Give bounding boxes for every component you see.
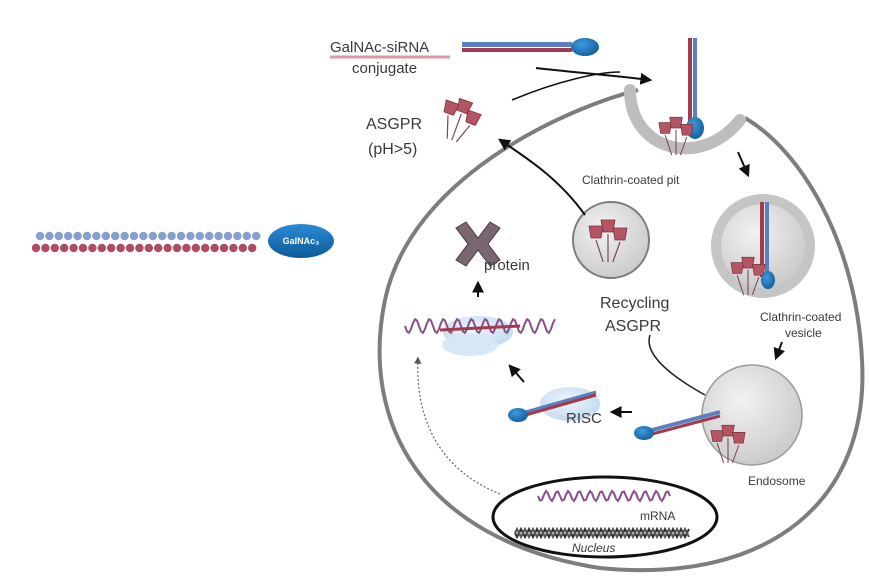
recycling-label-line2: ASGPR [605,318,661,335]
bead [63,231,73,241]
bead [125,243,135,253]
bead [135,243,144,253]
bead [167,231,176,241]
arrow-risc-to-mrna [508,364,525,383]
bead [41,243,50,253]
antisense-strand [35,231,261,241]
bead [73,231,82,241]
bead [69,243,78,253]
blocked-protein-icon [455,221,501,267]
recycling-asgpr-vesicle [572,201,650,279]
bead [201,243,210,253]
vesicle-label-line2: vesicle [785,326,822,340]
bead [195,231,204,241]
bead [229,243,238,253]
bead [116,243,125,253]
bead [129,231,139,241]
conjugate-label-line1: GalNAc-siRNA [330,39,429,56]
arrow-conjugate-to-pit [535,67,653,85]
receptor-glyph [710,424,746,464]
bead [120,231,129,241]
bead [92,231,101,241]
cell-membrane [377,88,865,573]
bead [182,243,191,253]
asgpr-receptor [443,97,482,143]
arrow-vesicle-to-endosome [773,341,785,361]
bead [210,243,219,253]
bead [233,231,242,241]
bead [176,231,186,241]
bead [148,231,157,241]
bead [242,231,251,241]
free-galnac-sirna: GalNAc₃ [31,224,334,258]
risc-label: RISC [566,410,602,427]
asgpr-label-line1: ASGPR [366,116,422,133]
bead [107,243,116,253]
bead [214,231,223,241]
bead [97,243,107,253]
bead [101,231,111,241]
conjugate-label-line2: conjugate [352,60,417,77]
line-endosome-to-recycling [648,334,706,396]
receptor-glyph [730,256,766,296]
endosome-label: Endosome [748,474,806,488]
bead [205,231,214,241]
bead [54,231,63,241]
bead [45,231,54,241]
galnac-badge-label: GalNAc₃ [283,236,320,246]
bead [158,231,167,241]
bead [154,243,163,253]
bead [31,243,41,253]
arrow-pit-to-vesicle [737,151,750,178]
clathrin-pit-label: Clathrin-coated pit [582,173,680,187]
receptor-glyph [588,219,628,263]
receptor-glyph [443,97,482,143]
asgpr-label-line2: (pH>5) [368,141,417,158]
bead [191,243,200,253]
bead [186,231,195,241]
conjugate-sirna [462,38,599,56]
clathrin-vesicle [711,194,815,298]
bead [223,231,233,241]
endosome [701,364,803,466]
bead [248,243,257,253]
arrow-recycling-to-asgpr [498,138,586,216]
galnac-blob [571,38,599,56]
receptor-glyph [658,116,694,156]
nucleus [491,475,719,559]
recycling-label-line1: Recycling [600,295,669,312]
arrow-mrna-export [414,356,501,495]
bead [50,243,59,253]
pit-receptor [658,116,694,156]
bead [82,231,92,241]
arrow-asgpr-to-pit [511,71,621,101]
clathrin-pit [624,84,746,155]
bead [78,243,88,253]
nucleus-label: Nucleus [572,541,615,555]
bead [252,231,261,241]
bead [88,243,97,253]
ribosome-cleavage [404,316,556,356]
galnac-badge [268,224,334,258]
released-sirna [634,410,721,440]
bead [144,243,153,253]
vesicle-label-line1: Clathrin-coated [760,310,841,324]
bead [238,243,247,253]
bead [163,243,172,253]
risc-complex [508,387,600,422]
sense-strand [31,243,257,253]
bead [35,231,45,241]
bead [139,231,148,241]
bead [111,231,120,241]
protein-label: protein [484,257,530,274]
bead [219,243,229,253]
bead [172,243,182,253]
pit-sirna [686,38,704,139]
bead [59,243,69,253]
mrna-label: mRNA [640,509,675,523]
